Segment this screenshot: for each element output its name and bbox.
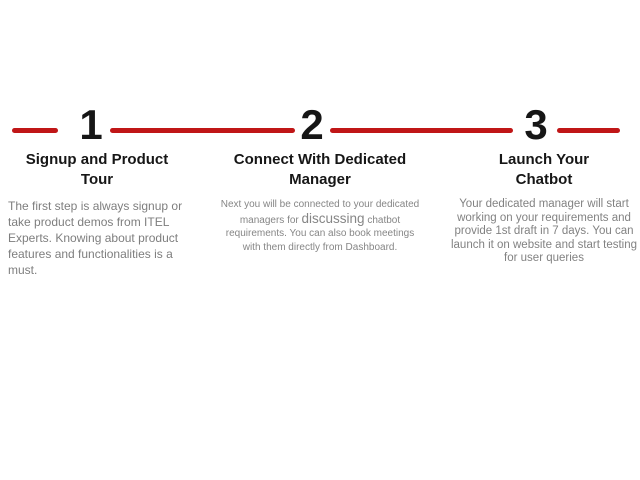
timeline-dash-right <box>557 128 620 133</box>
step-description-2-suffix: chatbot requirements. You can also book … <box>225 214 415 253</box>
step-description-2: Next you will be connected to your dedic… <box>220 198 420 254</box>
step-description-1: The first step is always signup or take … <box>8 199 183 277</box>
timeline-connector-1-2 <box>110 128 295 133</box>
step-number-1: 1 <box>79 101 103 148</box>
step-number-2: 2 <box>300 101 324 148</box>
step-description-2-prefix: Next you will be connected to your dedic… <box>220 199 420 226</box>
step-column-2: Connect With Dedicated Manager Next you … <box>220 150 420 264</box>
timeline-dash-left <box>12 128 58 133</box>
step-description-3: Your dedicated manager will start workin… <box>450 198 638 264</box>
timeline-connector-2-3 <box>330 128 513 133</box>
step-description-2-highlight: discussing <box>301 210 365 226</box>
step-title-1: Signup and Product Tour <box>25 151 169 188</box>
step-column-3: Launch Your Chatbot Your dedicated manag… <box>448 150 640 277</box>
step-title-3: Launch Your Chatbot <box>498 151 590 188</box>
step-column-1: Signup and Product Tour The first step i… <box>8 150 186 290</box>
step-title-2: Connect With Dedicated Manager <box>233 151 407 188</box>
step-number-3: 3 <box>524 101 548 148</box>
